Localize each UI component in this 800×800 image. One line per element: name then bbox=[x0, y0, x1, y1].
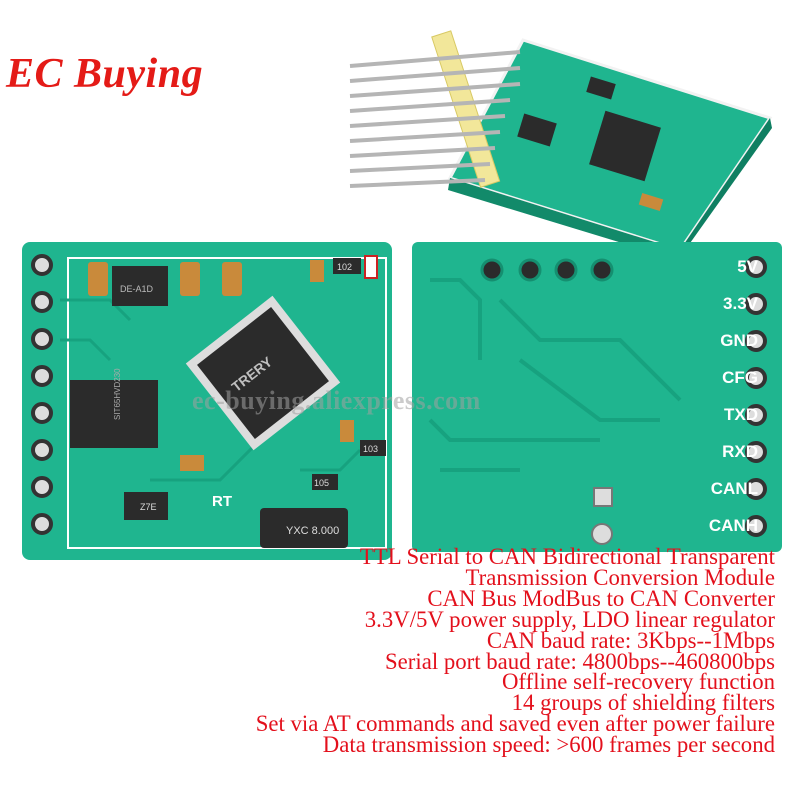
resistor-2-marking: 103 bbox=[363, 444, 378, 454]
description-line: Serial port baud rate: 4800bps--460800bp… bbox=[384, 648, 775, 674]
description-line: Transmission Conversion Module bbox=[465, 564, 775, 590]
description-line: 3.3V/5V power supply, LDO linear regulat… bbox=[364, 606, 775, 632]
description-line: CAN baud rate: 3Kbps--1Mbps bbox=[486, 627, 775, 653]
product-description: TTL Serial to CAN Bidirectional Transpar… bbox=[0, 544, 775, 758]
description-line: Data transmission speed: >600 frames per… bbox=[322, 732, 775, 758]
transceiver-marking: SIT65HVD230 bbox=[113, 368, 122, 420]
description-line: Offline self-recovery function bbox=[501, 669, 775, 695]
regulator-marking: DE-A1D bbox=[120, 284, 154, 294]
pin-header bbox=[349, 30, 521, 188]
pin-label-canl: CANL bbox=[710, 479, 758, 498]
diode-marking: Z7E bbox=[140, 502, 157, 512]
pin-label-5v: 5V bbox=[737, 257, 758, 276]
edge-pads-right bbox=[745, 256, 767, 537]
can-transceiver-chip bbox=[70, 380, 158, 448]
pin-label-3v3: 3.3V bbox=[723, 294, 758, 313]
description-line: Set via AT commands and saved even after… bbox=[255, 711, 775, 737]
silkscreen-rt: RT bbox=[212, 493, 232, 510]
resistor-1-marking: 102 bbox=[337, 262, 352, 272]
regulator-chip bbox=[112, 266, 168, 306]
module-front: DE-A1D 102 103 105 TRERY SIT65HVD230 Z7E… bbox=[22, 242, 392, 560]
brand-logo: EC Buying bbox=[6, 51, 204, 97]
pin-label-cfg: CFG bbox=[722, 368, 758, 387]
mounting-holes bbox=[480, 258, 614, 282]
crystal-marking: YXC 8.000 bbox=[286, 525, 339, 537]
resistor-3-marking: 105 bbox=[314, 478, 329, 488]
crystal bbox=[260, 508, 348, 548]
watermark: ec-buying.aliexpress.com bbox=[192, 386, 481, 415]
pin-label-rxd: RXD bbox=[722, 442, 758, 461]
description-line: CAN Bus ModBus to CAN Converter bbox=[427, 585, 775, 611]
edge-pads-left bbox=[31, 254, 53, 535]
pin-label-gnd: GND bbox=[720, 331, 758, 350]
description-line: TTL Serial to CAN Bidirectional Transpar… bbox=[359, 544, 775, 569]
module-back bbox=[412, 242, 782, 552]
description-line: 14 groups of shielding filters bbox=[511, 690, 775, 716]
diode bbox=[124, 492, 168, 520]
pin-label-canh: CANH bbox=[708, 516, 758, 535]
mcu-chip: TRERY bbox=[185, 295, 341, 451]
pin-label-txd: TXD bbox=[724, 405, 758, 424]
module-top-view bbox=[349, 30, 773, 260]
